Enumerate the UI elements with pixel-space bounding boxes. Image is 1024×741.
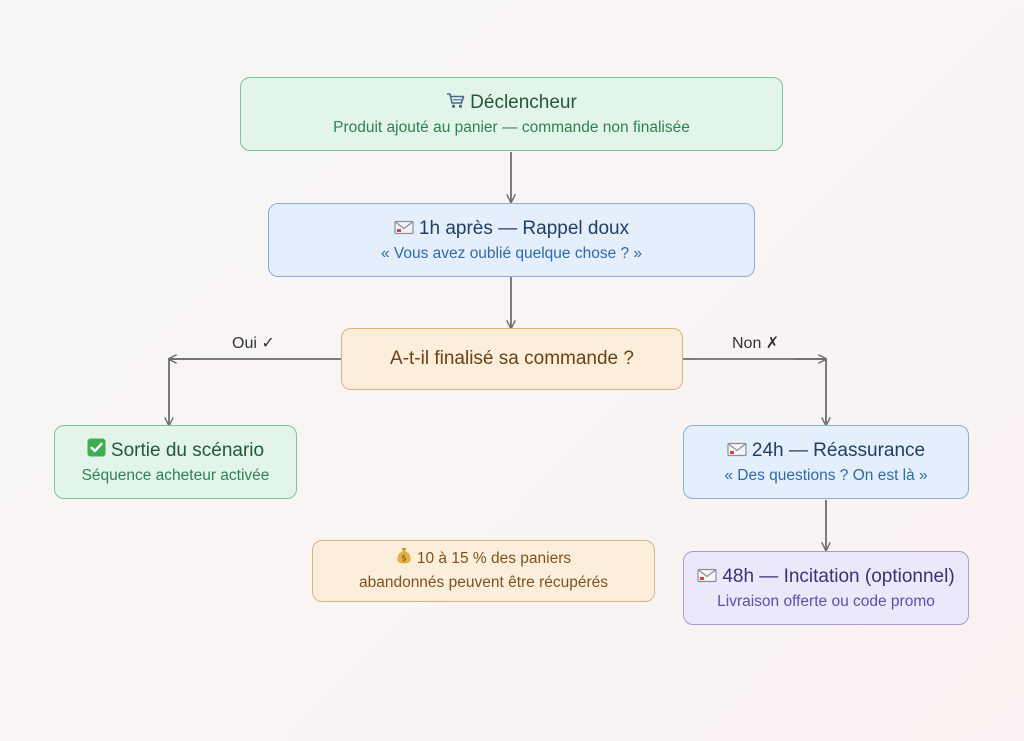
reminder-1h-node: 1h après — Rappel doux « Vous avez oubli… xyxy=(268,203,755,277)
branch-yes-label: Oui ✓ xyxy=(232,335,275,352)
envelope-icon xyxy=(727,442,747,457)
decision-node: A-t-il finalisé sa commande ? xyxy=(341,328,683,390)
decision-question: A-t-il finalisé sa commande ? xyxy=(390,348,634,369)
incentive-48h-node: 48h — Incitation (optionnel) Livraison o… xyxy=(683,551,969,625)
exit-subtitle: Séquence acheteur activée xyxy=(81,467,270,484)
envelope-icon xyxy=(394,220,414,235)
envelope-icon xyxy=(697,568,717,583)
trigger-title-text: Déclencheur xyxy=(470,91,577,113)
reassurance-24h-node: 24h — Réassurance « Des questions ? On e… xyxy=(683,425,969,499)
shopping-cart-icon xyxy=(446,92,465,109)
stat-note-line-1: $ 10 à 15 % des paniers xyxy=(396,547,571,571)
exit-node: Sortie du scénario Séquence acheteur act… xyxy=(54,425,297,499)
branch-no-label: Non ✗ xyxy=(732,335,780,352)
arrow-decision-to-reassurance xyxy=(683,358,826,425)
trigger-title: Déclencheur xyxy=(446,91,577,115)
reassurance-24h-title-text: 24h — Réassurance xyxy=(751,439,926,461)
reminder-1h-title-text: 1h après — Rappel doux xyxy=(418,217,630,239)
reminder-1h-subtitle: « Vous avez oublié quelque chose ? » xyxy=(380,244,643,262)
money-bag-icon: $ xyxy=(396,547,412,564)
stat-note-line-2: abandonnés peuvent être récupérés xyxy=(358,574,609,591)
trigger-subtitle: Produit ajouté au panier — commande non … xyxy=(333,118,690,136)
trigger-node: Déclencheur Produit ajouté au panier — c… xyxy=(240,77,783,151)
reassurance-24h-title: 24h — Réassurance xyxy=(727,439,925,463)
arrow-decision-to-exit xyxy=(169,358,341,425)
stat-note-line-1-text: 10 à 15 % des paniers xyxy=(416,550,572,567)
reminder-1h-title: 1h après — Rappel doux xyxy=(394,217,629,241)
exit-title-text: Sortie du scénario xyxy=(110,440,265,461)
svg-text:$: $ xyxy=(401,554,406,563)
incentive-48h-title: 48h — Incitation (optionnel) xyxy=(697,565,955,589)
stat-note: $ 10 à 15 % des paniers abandonnés peuve… xyxy=(312,540,655,602)
incentive-48h-title-text: 48h — Incitation (optionnel) xyxy=(722,565,955,587)
reassurance-24h-subtitle: « Des questions ? On est là » xyxy=(724,466,928,484)
incentive-48h-subtitle: Livraison offerte ou code promo xyxy=(717,592,935,610)
check-mark-icon xyxy=(87,438,106,457)
exit-title: Sortie du scénario xyxy=(87,438,264,463)
